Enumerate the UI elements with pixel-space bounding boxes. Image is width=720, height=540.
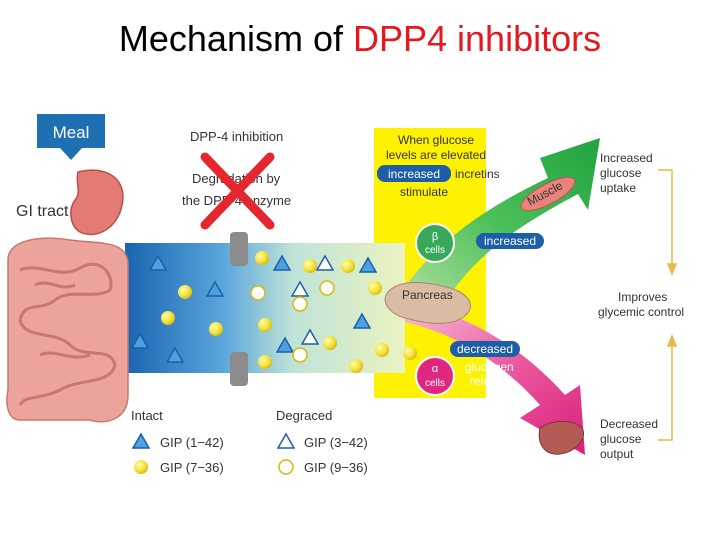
pancreas-label: Pancreas xyxy=(402,288,453,302)
page-title: Mechanism of DPP4 inhibitors xyxy=(0,18,720,60)
legend-degraded-heading: Degraced xyxy=(276,408,332,423)
pancreas-icon xyxy=(384,282,471,324)
alpha-symbol: α xyxy=(432,363,439,375)
output-line1: Decreased xyxy=(600,417,658,431)
meal-pointer xyxy=(60,148,82,160)
meal-label: Meal xyxy=(53,123,90,142)
gi-tract-label: GI tract xyxy=(16,203,69,220)
glucose-line1: When glucose xyxy=(398,133,474,147)
uptake-line3: uptake xyxy=(600,181,636,195)
green-arrow xyxy=(395,138,600,310)
beta-cells-circle xyxy=(415,223,455,263)
glucagon-line2: release xyxy=(470,374,510,388)
red-x-icon xyxy=(200,152,275,230)
legend-degraded-circle-label: GIP (9−36) xyxy=(304,460,368,475)
output-line3: output xyxy=(600,447,634,461)
title-highlight: DPP4 inhibitors xyxy=(352,18,602,59)
legend-degraded-circle xyxy=(278,459,294,475)
intact-gip-circles xyxy=(161,251,417,373)
output-line2: glucose xyxy=(600,432,642,446)
meal-box xyxy=(37,114,105,148)
legend-intact-circle xyxy=(134,460,148,474)
alpha-cells-circle xyxy=(415,356,455,396)
increased-pill-label: increased xyxy=(388,167,440,181)
decreased-pill-label: decreased xyxy=(457,342,513,356)
pink-arrow xyxy=(395,305,585,455)
degradation-line2: the DPP-4 enzyme xyxy=(182,193,291,208)
legend-intact-heading: Intact xyxy=(131,408,163,423)
muscle-icon xyxy=(520,176,576,212)
decreased-pill xyxy=(450,341,520,357)
bracket-arrow-top xyxy=(658,169,678,277)
improves-line1: Improves xyxy=(618,290,667,304)
beta-cells-label: cells xyxy=(425,245,445,256)
glucagon-line1: glucogen xyxy=(465,360,514,374)
beta-symbol: β xyxy=(432,231,438,243)
improves-line2: glycemic control xyxy=(598,305,684,319)
intact-gip-triangles xyxy=(130,254,378,363)
liver-icon xyxy=(538,421,584,455)
intestine-icon xyxy=(6,237,129,423)
legend-intact-triangle xyxy=(131,432,151,449)
legend-intact-triangle-label: GIP (1−42) xyxy=(160,435,224,450)
incretins-label: incretins xyxy=(455,167,500,181)
uptake-line1: Increased xyxy=(600,151,653,165)
stimulate-label: stimulate xyxy=(400,185,448,199)
meal-callout: Meal xyxy=(37,114,105,160)
alpha-cells-label: cells xyxy=(425,378,445,389)
increased-pill xyxy=(377,165,451,182)
intestine-tube xyxy=(125,243,405,373)
tube-cap-top xyxy=(230,232,248,266)
insulin-line2: release xyxy=(485,266,525,280)
legend: Intact Degraced GIP (1−42) GIP (7−36) GI… xyxy=(131,408,368,475)
legend-degraded-triangle-label: GIP (3−42) xyxy=(304,435,368,450)
legend-intact-circle-label: GIP (7−36) xyxy=(160,460,224,475)
increased-insulin-pill-label: increased xyxy=(484,234,536,248)
title-prefix: Mechanism of xyxy=(118,18,353,59)
tube-cap-bottom xyxy=(230,352,248,386)
degraded-gip-circles xyxy=(250,280,335,363)
legend-degraded-triangle xyxy=(276,432,296,449)
glucose-line2: levels are elevated xyxy=(386,148,486,162)
increased-insulin-pill xyxy=(476,233,544,249)
uptake-line2: glucose xyxy=(600,166,642,180)
dpp4-inhibition-label: DPP-4 inhibition xyxy=(190,129,283,144)
stomach-icon xyxy=(70,169,124,236)
insulin-line1: insulin xyxy=(487,251,521,265)
bracket-arrow-bottom xyxy=(658,333,678,441)
degraded-gip-triangles xyxy=(290,254,335,345)
